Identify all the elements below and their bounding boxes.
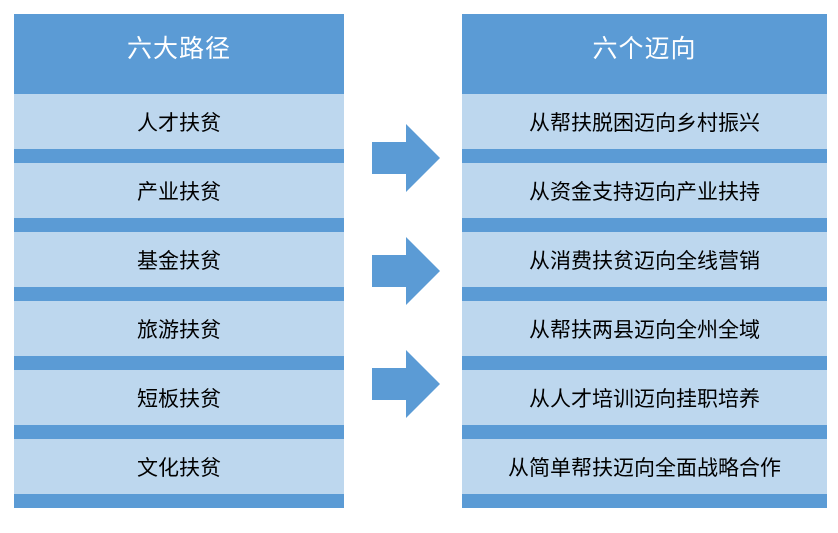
path-item: 旅游扶贫 — [14, 301, 344, 356]
direction-item: 从人才培训迈向挂职培养 — [462, 370, 827, 425]
path-item: 文化扶贫 — [14, 439, 344, 494]
divider — [14, 425, 344, 439]
paths-header: 六大路径 — [14, 14, 344, 80]
divider — [14, 149, 344, 163]
direction-item: 从帮扶两县迈向全州全域 — [462, 301, 827, 356]
direction-item: 从简单帮扶迈向全面战略合作 — [462, 439, 827, 494]
divider — [462, 356, 827, 370]
divider — [14, 80, 344, 94]
divider — [14, 218, 344, 232]
right-arrow-icon — [372, 124, 440, 192]
directions-column: 六个迈向 从帮扶脱困迈向乡村振兴 从资金支持迈向产业扶持 从消费扶贫迈向全线营销… — [462, 14, 827, 508]
divider — [462, 494, 827, 508]
divider — [14, 494, 344, 508]
directions-header: 六个迈向 — [462, 14, 827, 80]
paths-column: 六大路径 人才扶贫 产业扶贫 基金扶贫 旅游扶贫 短板扶贫 文化扶贫 — [14, 14, 344, 508]
divider — [462, 287, 827, 301]
divider — [14, 356, 344, 370]
divider — [462, 218, 827, 232]
right-arrow-icon — [372, 350, 440, 418]
path-item: 产业扶贫 — [14, 163, 344, 218]
path-item: 短板扶贫 — [14, 370, 344, 425]
divider — [462, 80, 827, 94]
direction-item: 从帮扶脱困迈向乡村振兴 — [462, 94, 827, 149]
direction-item: 从资金支持迈向产业扶持 — [462, 163, 827, 218]
divider — [14, 287, 344, 301]
path-item: 基金扶贫 — [14, 232, 344, 287]
divider — [462, 149, 827, 163]
path-item: 人才扶贫 — [14, 94, 344, 149]
direction-item: 从消费扶贫迈向全线营销 — [462, 232, 827, 287]
divider — [462, 425, 827, 439]
right-arrow-icon — [372, 237, 440, 305]
